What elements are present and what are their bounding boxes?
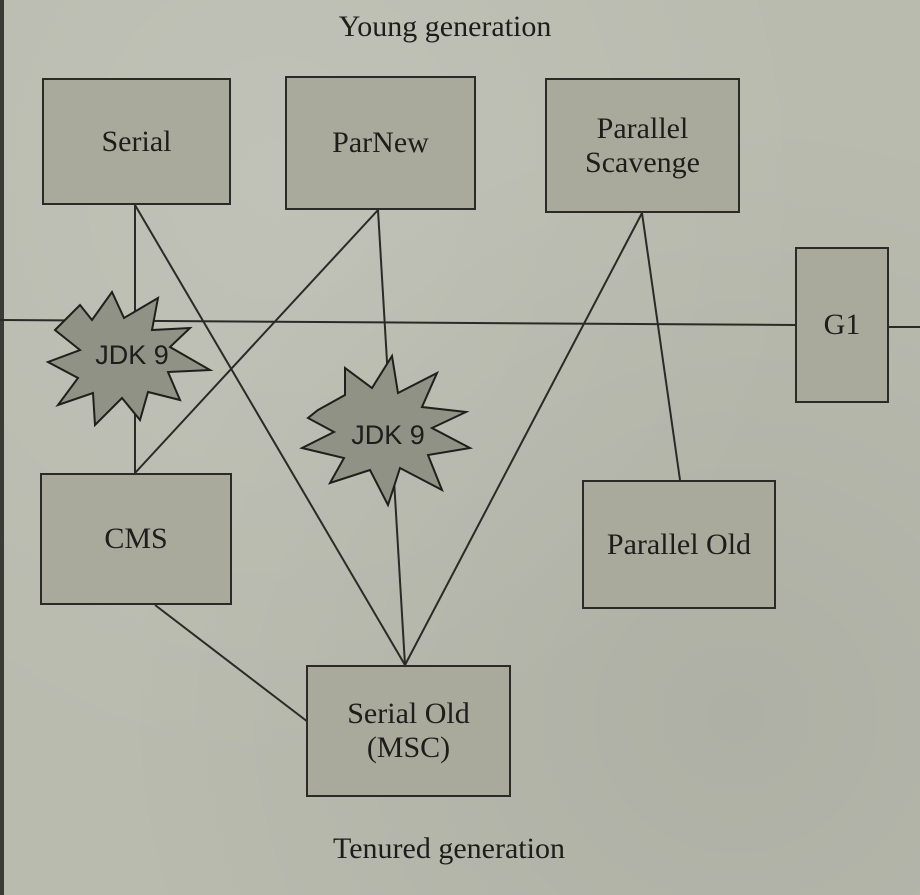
serial-collector-box: Serial bbox=[42, 78, 231, 205]
parallel-old-collector-box: Parallel Old bbox=[582, 480, 776, 609]
deprecation-burst-left bbox=[45, 290, 214, 428]
parallel-old-collector-label: Parallel Old bbox=[606, 527, 752, 561]
edge-cms-serial-old bbox=[154, 604, 309, 723]
cms-collector-label: CMS bbox=[104, 522, 168, 556]
parnew-collector-box: ParNew bbox=[285, 76, 476, 210]
edge-parnew-cms bbox=[134, 209, 379, 474]
edge-parallel-scavenge-parallel-old bbox=[641, 212, 681, 481]
deprecation-burst-left-label: JDK 9 bbox=[95, 340, 169, 370]
serial-collector-label: Serial bbox=[101, 124, 172, 158]
g1-collector-box: G1 bbox=[795, 247, 889, 403]
edge-serial-serial-old bbox=[134, 204, 406, 666]
deprecation-burst-center bbox=[299, 353, 474, 508]
tenured-generation-label: Tenured generation bbox=[333, 832, 565, 865]
parallel-scavenge-collector-box: Parallel Scavenge bbox=[545, 78, 740, 213]
young-generation-label: Young generation bbox=[338, 10, 552, 43]
serial-old-collector-box: Serial Old (MSC) bbox=[306, 665, 511, 797]
edge-parallel-scavenge-serial-old bbox=[404, 212, 643, 666]
serial-old-collector-label: Serial Old (MSC) bbox=[347, 697, 470, 764]
g1-collector-label: G1 bbox=[823, 308, 861, 342]
deprecation-burst-center-label: JDK 9 bbox=[351, 420, 425, 450]
cms-collector-box: CMS bbox=[40, 473, 232, 605]
parallel-scavenge-collector-label: Parallel Scavenge bbox=[585, 111, 700, 179]
page-edge bbox=[0, 0, 4, 895]
parnew-collector-label: ParNew bbox=[332, 126, 429, 160]
